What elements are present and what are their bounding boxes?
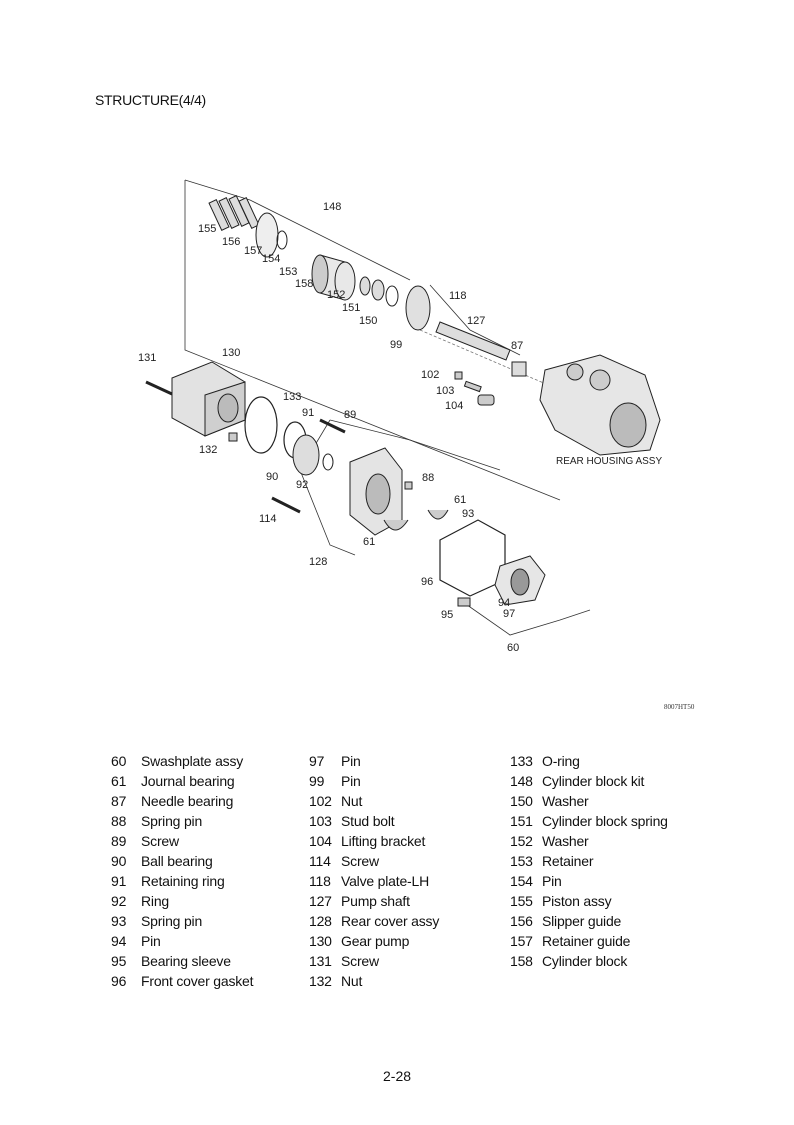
callout-104: 104 [445,400,463,412]
callout-155: 155 [198,223,216,235]
callout-148: 148 [323,201,341,213]
exploded-view-diagram: 148 155 156 157 154 153 158 152 151 150 … [138,179,662,654]
callout-150: 150 [359,315,377,327]
callout-158: 158 [295,278,313,290]
cylinder-block [311,254,356,301]
callout-118: 118 [449,290,467,302]
callout-95: 95 [441,609,453,621]
kit-148-boundary [184,180,561,501]
callout-152: 152 [327,289,345,301]
o-ring [244,396,278,454]
callout-103: 103 [436,385,454,397]
callout-92: 92 [296,479,308,491]
callout-151: 151 [342,302,360,314]
group-60-boundary [459,599,591,636]
callout-99: 99 [390,339,402,351]
callout-90: 90 [266,471,278,483]
rear-housing [539,354,661,456]
callout-93: 93 [462,508,474,520]
page-number: 2-28 [383,1068,412,1084]
callout-131: 131 [138,352,156,364]
callout-154: 154 [262,253,280,265]
callout-89: 89 [344,409,356,421]
callout-102: 102 [421,369,439,381]
callout-91: 91 [302,407,314,419]
callout-128: 128 [309,556,327,568]
callout-132: 132 [199,444,217,456]
callout-96: 96 [421,576,433,588]
valve-plate [405,285,431,331]
callout-156: 156 [222,236,240,248]
callout-114: 114 [259,513,277,525]
figure-code: 8007HT50 [664,703,695,711]
swashplate [494,555,546,606]
callout-153: 153 [279,266,297,278]
rear-cover [349,447,403,536]
gear-pump [171,361,246,437]
callout-88: 88 [422,472,434,484]
callout-157: 157 [244,245,262,257]
callout-87: 87 [511,340,523,352]
rear-housing-label: REAR HOUSING ASSY [556,456,662,467]
callout-61b: 61 [363,536,375,548]
callout-130: 130 [222,347,240,359]
callout-97: 97 [503,608,515,620]
callout-127: 127 [467,315,485,327]
callout-60: 60 [507,642,519,654]
piston-assy [208,195,260,231]
callout-61a: 61 [454,494,466,506]
page-title: STRUCTURE(4/4) [95,92,206,108]
pump-shaft [435,321,511,361]
callout-94: 94 [498,597,510,609]
callout-133: 133 [283,391,301,403]
